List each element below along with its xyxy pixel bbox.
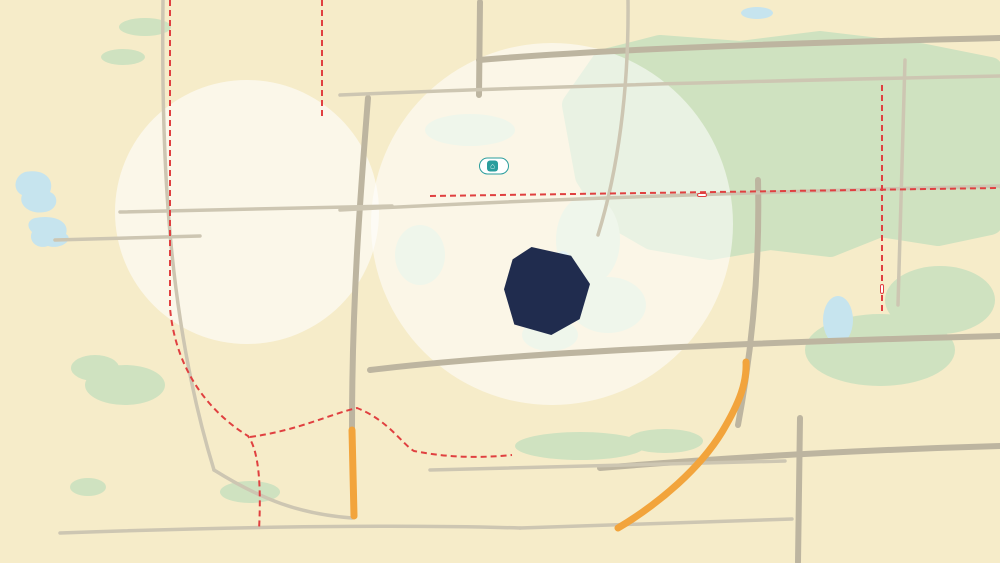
school-icon: ⌂ (487, 160, 498, 172)
luhu-center-circle (371, 43, 733, 405)
metro-line22-pill (880, 284, 884, 294)
luhu-foreign-language-school-pill: ⌂ (479, 157, 509, 175)
roads-layer (53, 0, 1000, 535)
orange-highway-layer (348, 358, 750, 532)
guanlan-center-circle (115, 80, 379, 344)
metro-line18-pill (697, 193, 707, 197)
metro-lines-layer (169, 0, 1000, 531)
